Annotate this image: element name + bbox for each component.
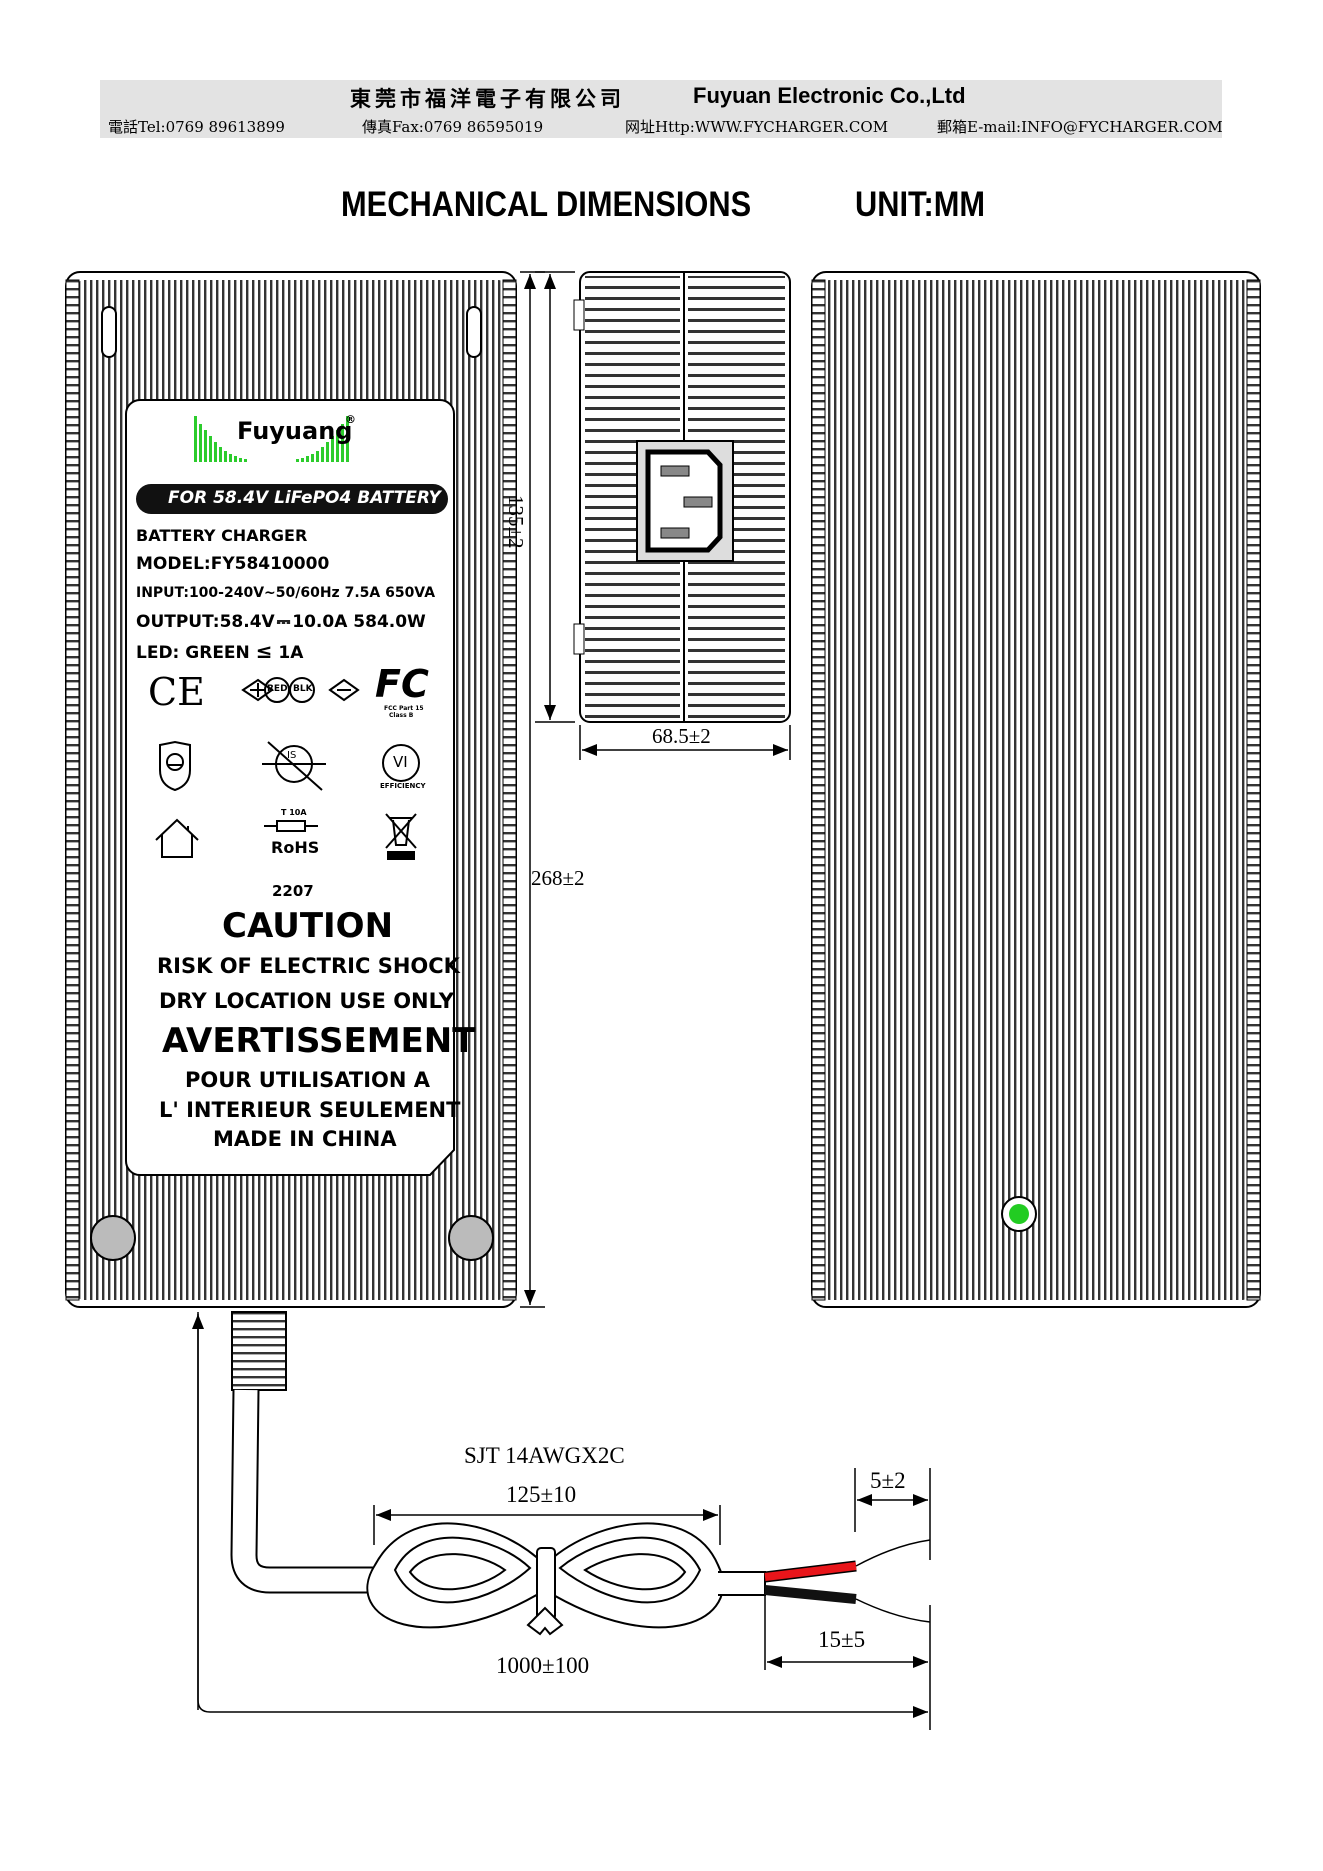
mount-slot-right: [466, 306, 482, 358]
dimension-lines: [192, 271, 931, 1730]
wire-red: [764, 1562, 857, 1581]
screw-left: [90, 1215, 136, 1261]
header-bar: [100, 80, 1222, 138]
output-rating: OUTPUT:58.4V⎓10.0A 584.0W: [136, 612, 426, 632]
screw-right: [448, 1215, 494, 1261]
battery-banner: FOR 58.4V LiFePO4 BATTERY: [168, 488, 441, 508]
rohs-mark: RoHS: [271, 838, 320, 857]
output-voltage: OUTPUT:58.4V: [136, 612, 275, 632]
back-view: [811, 271, 1261, 1308]
product-label-panel: [125, 399, 455, 1176]
dim-length: 268±2: [531, 866, 585, 891]
ce-mark-icon: CE: [148, 670, 205, 714]
avert-line-1: POUR UTILISATION A: [185, 1068, 431, 1092]
transformer-icon: [159, 740, 191, 792]
dim-strip: 5±2: [870, 1468, 906, 1493]
fuse-icon: [264, 820, 318, 832]
company-name-en: Fuyuan Electronic Co.,Ltd: [693, 83, 966, 108]
strain-relief: [231, 1311, 287, 1391]
safety-mark-icon: [241, 677, 360, 703]
page-title: MECHANICAL DIMENSIONS: [341, 185, 752, 224]
cable-spec: SJT 14AWGX2C: [464, 1443, 625, 1469]
dim-coil: 125±10: [506, 1482, 577, 1507]
fcc-note-1: FCC Part 15: [384, 705, 424, 712]
logo-bars: [194, 416, 349, 462]
company-name-cn: 東莞市福洋電子有限公司: [350, 86, 625, 111]
made-in: MADE IN CHINA: [213, 1127, 397, 1151]
led-color: LED: GREEN: [136, 643, 250, 663]
vi-mark: VI: [393, 753, 408, 771]
is-mark: IS: [287, 750, 297, 761]
caution-heading: CAUTION: [222, 906, 394, 946]
led-indicator: [1009, 1204, 1029, 1224]
dim-width: 135±2: [504, 495, 528, 549]
product-name: BATTERY CHARGER: [136, 526, 308, 545]
led-current: 1A: [278, 643, 304, 663]
red-mark: RED: [267, 684, 288, 694]
registered-mark: ®: [345, 413, 356, 426]
fuse-rating: T 10A: [281, 808, 307, 817]
header-web: 网址Http:WWW.FYCHARGER.COM: [625, 118, 889, 136]
header-email: 郵箱E-mail:INFO@FYCHARGER.COM: [937, 118, 1223, 136]
caution-line-2: DRY LOCATION USE ONLY: [159, 989, 454, 1013]
input-rating: INPUT:100-240V~50/60Hz 7.5A 650VA: [136, 585, 436, 601]
dc-symbol: ⎓: [276, 612, 291, 632]
brand-name: Fuyuang: [237, 417, 353, 445]
model-number: MODEL:FY58410000: [136, 554, 330, 574]
mount-slot-left: [101, 306, 117, 358]
dim-cable-length: 1000±100: [496, 1653, 590, 1679]
front-view: [65, 271, 517, 1308]
is-icon: [262, 741, 326, 791]
dim-lead: 15±5: [818, 1627, 866, 1652]
avert-line-2: L' INTERIEUR SEULEMENT: [159, 1098, 461, 1122]
unit-title: UNIT:MM: [855, 185, 986, 224]
dim-height: 68.5±2: [652, 724, 711, 749]
header-fax: 傳真Fax:0769 86595019: [362, 118, 544, 136]
avertissement-heading: AVERTISSEMENT: [162, 1021, 476, 1061]
header-tel: 電話Tel:0769 89613899: [108, 118, 285, 136]
led-spec: LED: GREEN ≤ 1A: [136, 639, 303, 663]
battery-banner-bg: [136, 484, 448, 514]
efficiency-note: EFFICIENCY: [380, 782, 426, 790]
indoor-house-icon: [155, 818, 199, 858]
fcc-icon: FC: [375, 662, 429, 706]
caution-line-1: RISK OF ELECTRIC SHOCK: [157, 954, 460, 978]
blk-mark: BLK: [293, 684, 313, 694]
fcc-note-2: Class B: [389, 712, 414, 719]
date-code: 2207: [272, 882, 314, 900]
wire-black: [764, 1585, 857, 1604]
vi-efficiency-icon: [382, 744, 420, 782]
dc-cable: [230, 1311, 931, 1636]
output-current-power: 10.0A 584.0W: [292, 612, 426, 632]
weee-bin-icon: [385, 813, 417, 860]
le-symbol: ≤: [255, 639, 273, 663]
side-view: [573, 271, 791, 723]
